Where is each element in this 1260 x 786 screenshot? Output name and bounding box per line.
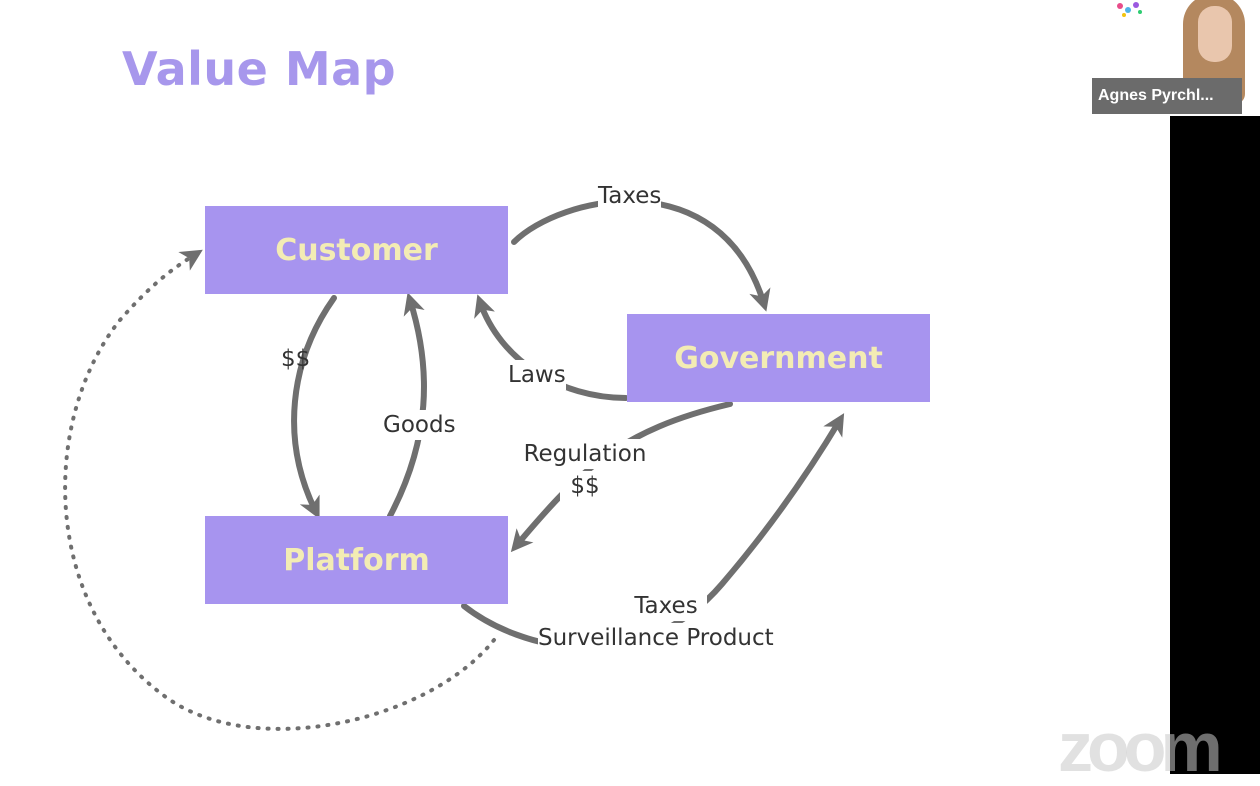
- laws-label: Laws: [508, 360, 566, 390]
- participant-name-tag: Agnes Pyrchl...: [1092, 78, 1242, 114]
- arrow-platform-to-government: [461, 413, 845, 651]
- participant-name: Agnes Pyrchl...: [1098, 87, 1214, 104]
- confetti-graphic: [1117, 2, 1142, 17]
- presentation-slide: Value Map Customer Government Platform: [63, 42, 930, 731]
- taxes-bottom-label: Taxes: [625, 591, 707, 621]
- government-label: Government: [674, 340, 883, 376]
- regulation-label: Regulation: [516, 439, 654, 469]
- value-map-arrows: [63, 198, 845, 731]
- arrow-platform-to-customer: [387, 292, 427, 519]
- customer-box: Customer: [205, 206, 508, 294]
- goods-label: Goods: [383, 410, 456, 440]
- slide-title: Value Map: [122, 42, 397, 96]
- participant-avatar-face: [1198, 6, 1232, 62]
- customer-label: Customer: [275, 232, 438, 268]
- participant-sidebar: [1170, 0, 1260, 774]
- platform-box: Platform: [205, 516, 508, 604]
- arrow-government-to-platform: [510, 401, 733, 553]
- taxes-top-label: Taxes: [598, 181, 662, 211]
- money-left-label: $$: [281, 346, 311, 372]
- regulation-money-label: $$: [560, 471, 610, 501]
- platform-label: Platform: [283, 542, 430, 578]
- arrow-customer-to-platform: [291, 295, 337, 520]
- arrow-customer-to-government: [511, 198, 771, 312]
- surveillance-product-label: Surveillance Product: [538, 623, 774, 653]
- zoom-watermark: zoom: [1058, 708, 1223, 786]
- government-box: Government: [627, 314, 930, 402]
- dotted-loop-platform-to-customer: [63, 249, 496, 731]
